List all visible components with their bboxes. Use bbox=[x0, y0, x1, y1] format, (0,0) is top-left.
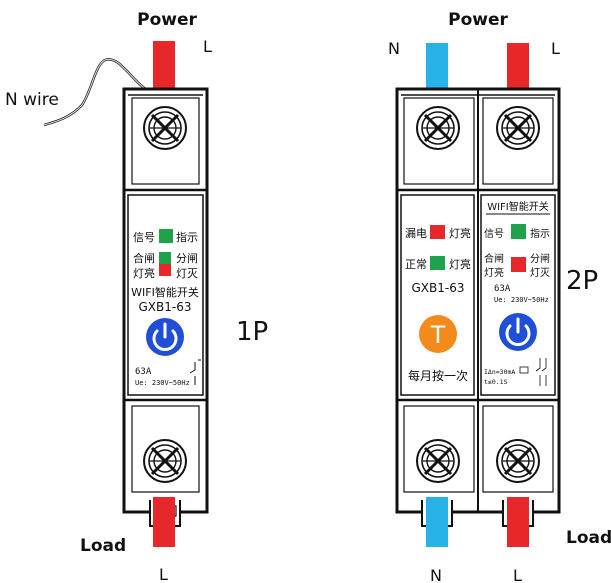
close-label-2: 灯亮 bbox=[133, 266, 155, 280]
switch-voltage-label: Ue: 230V~50Hz bbox=[494, 296, 549, 304]
switch-close-label-2: 灯亮 bbox=[484, 266, 504, 279]
switch-open-label-2: 灯灭 bbox=[530, 267, 550, 279]
leak-label: 漏电 bbox=[405, 227, 427, 240]
indicator-label: 指示 bbox=[176, 230, 198, 244]
voltage-label: Ue: 230V~50Hz bbox=[135, 379, 190, 387]
switch-signal-led bbox=[511, 224, 526, 239]
signal-led bbox=[159, 229, 173, 243]
test-symbol-icon bbox=[519, 366, 529, 374]
terminal-screw-top-1p bbox=[142, 105, 188, 151]
power-button-icon[interactable] bbox=[144, 316, 186, 358]
normal-light-label: 灯亮 bbox=[449, 257, 471, 271]
front-panel-1p bbox=[127, 194, 204, 396]
open-label-1: 分闸 bbox=[176, 252, 198, 265]
switch-open-label-1: 分闸 bbox=[530, 252, 550, 265]
load-line-label-left: L bbox=[159, 565, 168, 583]
model-label: GXB1-63 bbox=[139, 300, 192, 314]
breaker-1p: 信号 指示 合闸 灯亮 分闸 灯灭 WIFI智能开关 GXB1-63 63A U… bbox=[5, 10, 268, 583]
terminal-screw-top-l bbox=[495, 105, 541, 151]
neutral-wire-top-2p bbox=[426, 43, 448, 93]
test-button[interactable] bbox=[419, 315, 457, 353]
monthly-label: 每月按一次 bbox=[408, 368, 468, 383]
switch-status-led bbox=[511, 257, 526, 272]
switch-rating-label: 63A bbox=[494, 284, 511, 294]
power-label-right: Power bbox=[448, 10, 508, 30]
line-label-right: L bbox=[551, 39, 560, 58]
load-label-right: Load bbox=[566, 528, 611, 548]
leak-led bbox=[430, 225, 445, 239]
load-line-label-right: L bbox=[513, 566, 522, 583]
pole-label-2p: 2P bbox=[566, 266, 598, 296]
trip-time-label: t≤0.1S bbox=[484, 378, 508, 386]
signal-label: 信号 bbox=[133, 231, 155, 244]
terminal-screw-bottom-l bbox=[495, 438, 541, 484]
line-wire-bottom-2p bbox=[507, 497, 529, 547]
load-label-left: Load bbox=[80, 536, 126, 556]
line-label-left: L bbox=[203, 37, 212, 56]
n-wire-label: N wire bbox=[5, 90, 59, 110]
contact-symbol-2p-icon bbox=[535, 358, 547, 386]
brand-label: WIFI智能开关 bbox=[131, 285, 199, 299]
breaker-2p: 漏电 灯亮 正常 灯亮 GXB1-63 T 每月按一次 WIFI智能开关 信号 … bbox=[388, 10, 611, 583]
rating-label: 63A bbox=[135, 367, 152, 377]
terminal-screw-bottom-n bbox=[415, 438, 461, 484]
switch-power-button-icon[interactable] bbox=[497, 311, 539, 353]
switch-signal-label: 信号 bbox=[484, 228, 504, 240]
rcd-model-label: GXB1-63 bbox=[412, 281, 465, 295]
normal-label: 正常 bbox=[405, 258, 427, 271]
status-led-red bbox=[159, 264, 171, 276]
line-wire-bottom-1p bbox=[153, 497, 175, 547]
terminal-screw-bottom-1p bbox=[142, 438, 188, 484]
power-label-left: Power bbox=[137, 10, 197, 30]
contact-symbol-icon bbox=[189, 359, 201, 385]
pole-label-1p: 1P bbox=[236, 317, 268, 347]
line-wire-top-2p bbox=[507, 43, 529, 93]
close-label-1: 合闸 bbox=[133, 251, 155, 265]
line-wire-top-1p bbox=[153, 41, 175, 93]
leak-light-label: 灯亮 bbox=[449, 226, 471, 240]
terminal-screw-top-n bbox=[415, 105, 461, 151]
leak-current-label: IΔn=30mA bbox=[484, 368, 515, 376]
neutral-label-right: N bbox=[388, 39, 400, 58]
neutral-wire-bottom-2p bbox=[426, 497, 448, 547]
load-neutral-label: N bbox=[430, 566, 442, 583]
switch-close-label-1: 合闸 bbox=[484, 252, 504, 265]
status-led-green bbox=[159, 252, 171, 264]
switch-brand-label: WIFI智能开关 bbox=[487, 200, 549, 213]
open-label-2: 灯灭 bbox=[176, 267, 198, 280]
switch-indicator-label: 指示 bbox=[530, 227, 550, 240]
normal-led bbox=[430, 256, 445, 270]
test-button-label: T bbox=[430, 321, 446, 349]
